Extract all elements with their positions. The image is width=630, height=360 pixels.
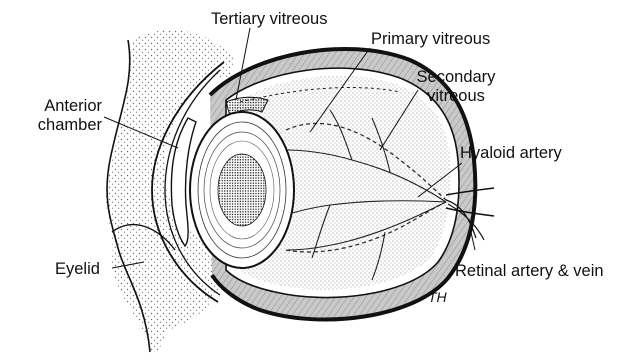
- label-anterior-chamber-line1: Anterior: [0, 97, 102, 116]
- label-tertiary-vitreous: Tertiary vitreous: [211, 10, 327, 29]
- label-primary-vitreous: Primary vitreous: [371, 30, 490, 49]
- label-anterior-chamber-line2: chamber: [0, 116, 102, 135]
- lens-nucleus: [218, 154, 266, 226]
- label-retinal-artery-vein: Retinal artery & vein: [455, 262, 604, 281]
- artist-signature: TH: [428, 289, 448, 305]
- label-secondary-vitreous-line1: Secondary: [412, 68, 500, 87]
- label-secondary-vitreous: Secondary vitreous: [412, 68, 500, 106]
- label-hyaloid-artery: Hyaloid artery: [460, 144, 562, 163]
- label-secondary-vitreous-line2: vitreous: [412, 87, 500, 106]
- label-eyelid: Eyelid: [55, 260, 100, 279]
- label-anterior-chamber: Anterior chamber: [0, 97, 102, 135]
